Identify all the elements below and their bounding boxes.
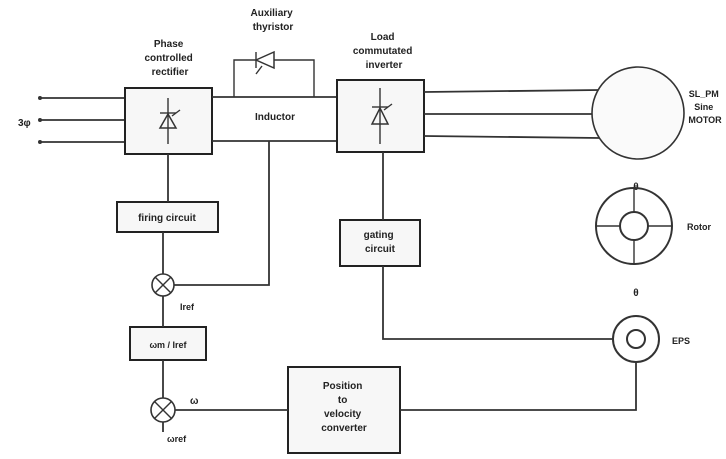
dc-link-wires <box>212 96 337 142</box>
motor-feed-lines <box>423 89 601 139</box>
omega-ref-label: ωref <box>167 434 187 444</box>
inverter-label: Load commutated inverter <box>353 32 415 71</box>
pos-to-vel-label: Position to velocity converter <box>321 381 367 434</box>
inductor-label: Inductor <box>255 112 295 123</box>
rotor-symbol <box>595 187 673 265</box>
speed-controller-label: ωm / Iref <box>149 340 187 350</box>
aux-thyristor-branch <box>233 50 315 97</box>
eps-theta-label: θ <box>633 288 638 299</box>
current-summing-junction <box>151 273 175 297</box>
current-ref-label: Iref <box>180 302 195 312</box>
inverter-thyristor-icon <box>370 88 393 144</box>
omega-label: ω <box>190 396 199 407</box>
supply-label: 3φ <box>18 118 31 129</box>
eps-label: EPS <box>672 336 690 346</box>
motor-circle <box>591 66 685 160</box>
rectifier-thyristor-icon <box>158 98 181 144</box>
firing-circuit-box <box>116 201 219 233</box>
speed-controller-box <box>129 326 207 361</box>
aux-thyristor-label: Auxiliary thyristor <box>250 8 295 33</box>
gating-circuit-label: gating circuit <box>364 230 397 255</box>
motor-label: SL_PM Sine MOTOR <box>688 89 722 125</box>
rectifier-label: Phase controlled rectifier <box>144 39 195 78</box>
control-wiring <box>162 141 637 432</box>
rotor-label: Rotor <box>687 222 711 232</box>
firing-circuit-label: firing circuit <box>138 213 196 224</box>
supply-lines <box>38 96 125 144</box>
eps-sensor <box>612 315 660 363</box>
gating-circuit-box <box>339 219 421 267</box>
speed-summing-junction <box>150 397 176 423</box>
